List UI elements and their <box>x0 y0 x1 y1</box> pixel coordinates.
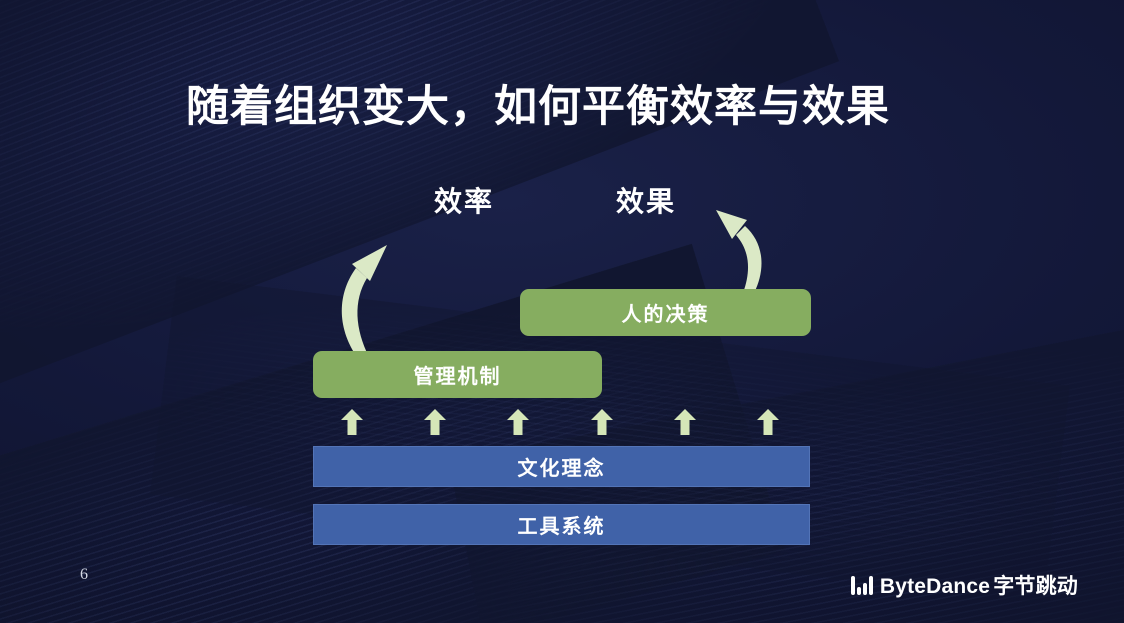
brand-name-cn: 字节跳动 <box>993 575 1078 598</box>
node-culture-philosophy-label: 文化理念 <box>517 458 606 480</box>
label-efficiency: 效率 <box>434 186 495 217</box>
page-number: 6 <box>80 566 88 583</box>
up-arrow-icon <box>756 409 780 435</box>
curved-up-arrow-left-icon <box>331 239 406 357</box>
up-arrow-icon <box>673 409 697 435</box>
curved-up-arrow-right-icon <box>702 205 770 293</box>
up-arrow-icon <box>590 409 614 435</box>
up-arrow-icon <box>423 409 447 435</box>
up-arrow-icon <box>506 409 530 435</box>
bytedance-logo-icon <box>851 575 873 595</box>
up-arrows-row <box>340 409 780 435</box>
node-human-decision-label: 人的决策 <box>621 304 710 326</box>
slide-title: 随着组织变大，如何平衡效率与效果 <box>186 83 890 131</box>
node-tool-system-label: 工具系统 <box>517 516 606 538</box>
node-human-decision: 人的决策 <box>520 289 811 336</box>
label-effectiveness: 效果 <box>616 186 677 217</box>
node-management-mechanism-label: 管理机制 <box>413 366 502 388</box>
node-culture-philosophy: 文化理念 <box>313 446 810 487</box>
brand-name-en: ByteDance <box>879 575 991 598</box>
node-management-mechanism: 管理机制 <box>313 351 602 398</box>
up-arrow-icon <box>340 409 364 435</box>
node-tool-system: 工具系统 <box>313 504 810 545</box>
